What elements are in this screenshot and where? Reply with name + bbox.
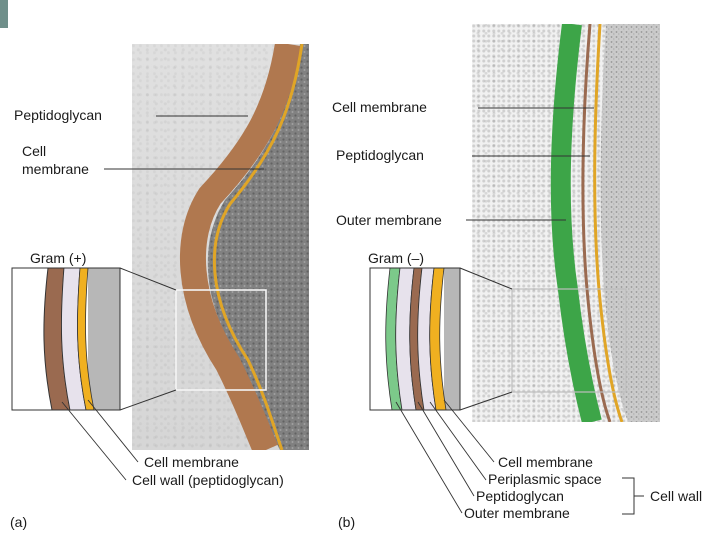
label-periplasmic-space: Periplasmic space xyxy=(488,471,602,488)
label-cell-a-line1: Cell xyxy=(22,143,46,160)
label-gram-positive: Gram (+) xyxy=(30,250,86,267)
label-peptidoglycan-b-bottom: Peptidoglycan xyxy=(476,488,564,505)
panel-tag-b: (b) xyxy=(338,514,355,531)
panel-tag-a: (a) xyxy=(10,514,27,531)
label-cell-membrane-b: Cell membrane xyxy=(332,99,427,116)
micrograph-a-layers xyxy=(193,44,309,450)
label-cell-membrane-b-bottom: Cell membrane xyxy=(498,454,593,471)
label-peptidoglycan-b: Peptidoglycan xyxy=(336,147,424,164)
schematic-gram-positive xyxy=(12,268,176,480)
label-cell-wall-bracket: Cell wall xyxy=(650,488,702,505)
micrograph-b-layers xyxy=(561,24,660,422)
label-outer-membrane-b-bottom: Outer membrane xyxy=(464,505,570,522)
label-cell-wall-a-bottom: Cell wall (peptidoglycan) xyxy=(132,472,284,489)
cell-wall-bracket xyxy=(622,478,644,514)
label-gram-negative: Gram (–) xyxy=(368,250,424,267)
label-cell-membrane-a-bottom: Cell membrane xyxy=(144,454,239,471)
label-membrane-a-line2: membrane xyxy=(22,161,89,178)
label-outer-membrane-b: Outer membrane xyxy=(336,212,442,229)
label-peptidoglycan-a: Peptidoglycan xyxy=(14,107,102,124)
